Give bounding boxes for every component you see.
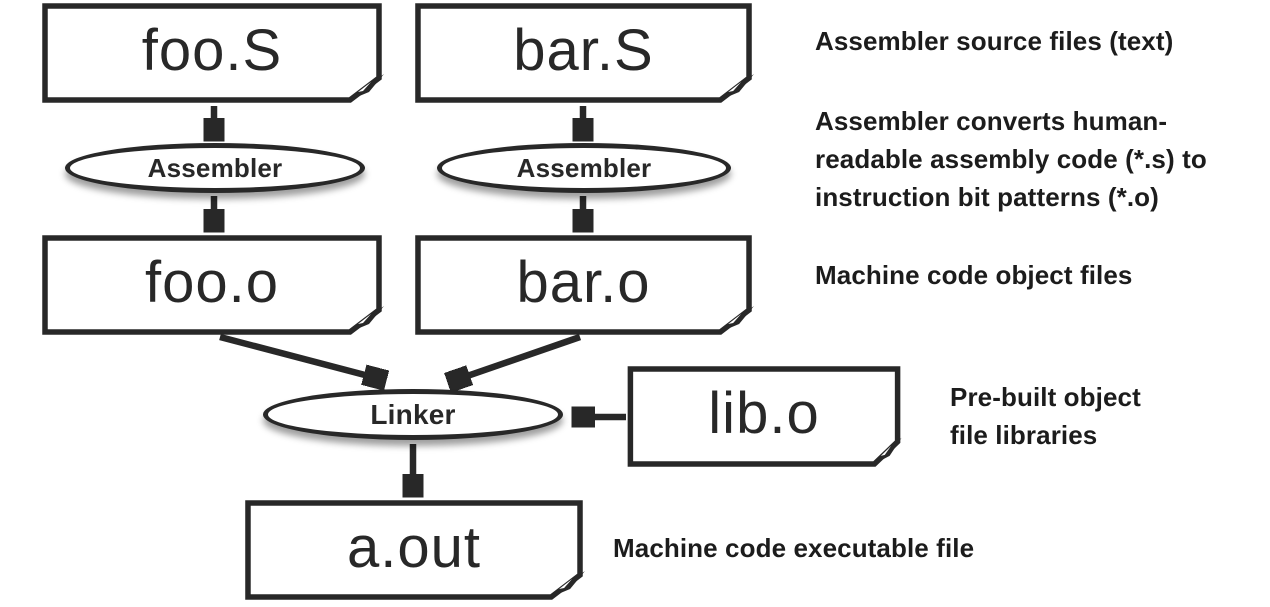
- process-label: Assembler: [147, 152, 283, 183]
- note-source-files: Assembler source files (text): [815, 22, 1173, 60]
- note-line: Machine code executable file: [613, 533, 975, 563]
- file-node-foo-s: foo.S: [42, 3, 384, 103]
- document-icon: [245, 500, 585, 600]
- document-icon: [628, 366, 902, 467]
- note-line: Machine code object files: [815, 260, 1133, 290]
- note-object-files: Machine code object files: [815, 256, 1132, 294]
- note-line: readable assembly code (*.s) to: [815, 144, 1207, 174]
- file-node-bar-o: bar.o: [415, 235, 754, 335]
- note-line: Assembler converts human-: [815, 106, 1168, 136]
- process-node-assembler-1: Assembler: [65, 143, 365, 193]
- process-label: Assembler: [516, 152, 652, 183]
- file-node-a-out: a.out: [245, 500, 585, 600]
- file-label: foo.S: [141, 17, 283, 83]
- document-icon: [42, 235, 384, 335]
- note-line: Pre-built object: [950, 382, 1141, 412]
- document-icon: [415, 3, 754, 103]
- file-node-foo-o: foo.o: [42, 235, 384, 335]
- arrow-bar-o-to-linker: [450, 333, 582, 382]
- file-label: bar.S: [513, 17, 654, 83]
- note-line: file libraries: [950, 420, 1098, 450]
- note-line: instruction bit patterns (*.o): [815, 182, 1159, 212]
- file-label: a.out: [347, 514, 481, 580]
- process-node-assembler-2: Assembler: [437, 143, 731, 193]
- file-label: bar.o: [516, 249, 651, 315]
- file-label: foo.o: [145, 249, 279, 315]
- note-executable: Machine code executable file: [613, 529, 974, 567]
- arrow-foo-o-to-linker: [219, 333, 384, 380]
- note-line: Assembler source files (text): [815, 26, 1174, 56]
- file-node-bar-s: bar.S: [415, 3, 754, 103]
- note-assembler-description: Assembler converts human- readable assem…: [815, 102, 1207, 216]
- document-icon: [42, 3, 384, 103]
- note-libraries: Pre-built object file libraries: [950, 378, 1141, 454]
- process-node-linker: Linker: [263, 389, 563, 440]
- file-node-lib-o: lib.o: [628, 366, 902, 467]
- file-label: lib.o: [708, 381, 820, 446]
- document-icon: [415, 235, 754, 335]
- process-label: Linker: [370, 398, 456, 430]
